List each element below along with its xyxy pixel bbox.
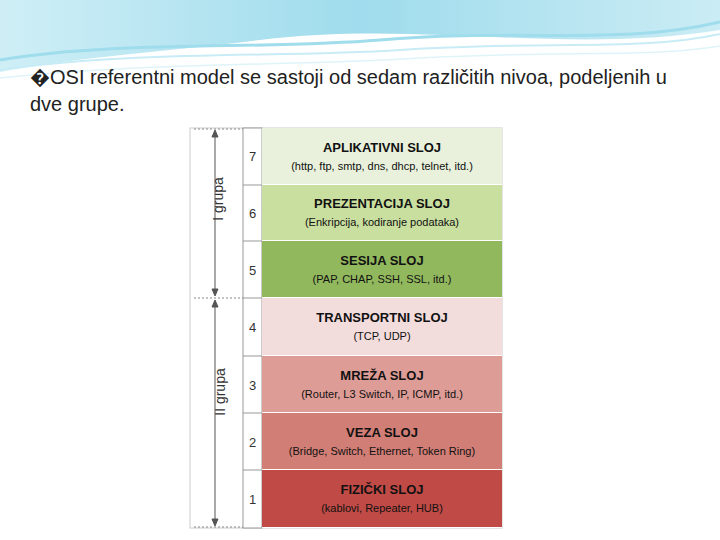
layer-number: 7 bbox=[249, 149, 256, 164]
layer-protocols: (Bridge, Switch, Ethernet, Token Ring) bbox=[289, 444, 475, 459]
group-label: I grupa bbox=[210, 177, 226, 221]
layer-name: FIZIČKI SLOJ bbox=[340, 481, 423, 498]
osi-layer-band: SESIJA SLOJ (PAP, CHAP, SSH, SSL, itd.) bbox=[262, 241, 502, 298]
layer-name: APLIKATIVNI SLOJ bbox=[323, 139, 441, 156]
layer-name: VEZA SLOJ bbox=[346, 424, 418, 441]
layer-protocols: (Router, L3 Switch, IP, ICMP, itd.) bbox=[301, 387, 463, 402]
layer-name: TRANSPORTNI SLOJ bbox=[316, 309, 447, 326]
osi-layer-band: PREZENTACIJA SLOJ (Enkripcija, kodiranje … bbox=[262, 185, 502, 241]
layer-protocols: (Enkripcija, kodiranje podataka) bbox=[305, 215, 459, 230]
layer-protocols: (PAP, CHAP, SSH, SSL, itd.) bbox=[313, 272, 452, 287]
layer-protocols: (kablovi, Repeater, HUB) bbox=[321, 501, 443, 516]
osi-layer-band: VEZA SLOJ (Bridge, Switch, Ethernet, Toke… bbox=[262, 413, 502, 470]
layer-number: 6 bbox=[249, 206, 256, 221]
slide-title: �OSI referentni model se sastoji od seda… bbox=[30, 64, 690, 118]
layer-protocols: (http, ftp, smtp, dns, dhcp, telnet, itd… bbox=[291, 159, 473, 174]
layer-number: 5 bbox=[249, 263, 256, 278]
group-label: II grupa bbox=[212, 369, 228, 416]
layer-number: 4 bbox=[249, 320, 256, 335]
layer-number: 2 bbox=[249, 435, 256, 450]
osi-layer-band: APLIKATIVNI SLOJ (http, ftp, smtp, dns, d… bbox=[262, 128, 502, 185]
layer-name: SESIJA SLOJ bbox=[340, 252, 423, 269]
layer-name: PREZENTACIJA SLOJ bbox=[314, 195, 450, 212]
layer-protocols: (TCP, UDP) bbox=[353, 329, 410, 344]
layer-name: MREŽA SLOJ bbox=[340, 367, 423, 384]
layer-number: 1 bbox=[249, 492, 256, 507]
osi-layer-band: MREŽA SLOJ (Router, L3 Switch, IP, ICMP, … bbox=[262, 356, 502, 413]
osi-layer-band: TRANSPORTNI SLOJ (TCP, UDP) bbox=[262, 298, 502, 356]
layer-number: 3 bbox=[249, 378, 256, 393]
osi-layer-band: FIZIČKI SLOJ (kablovi, Repeater, HUB) bbox=[262, 470, 502, 528]
